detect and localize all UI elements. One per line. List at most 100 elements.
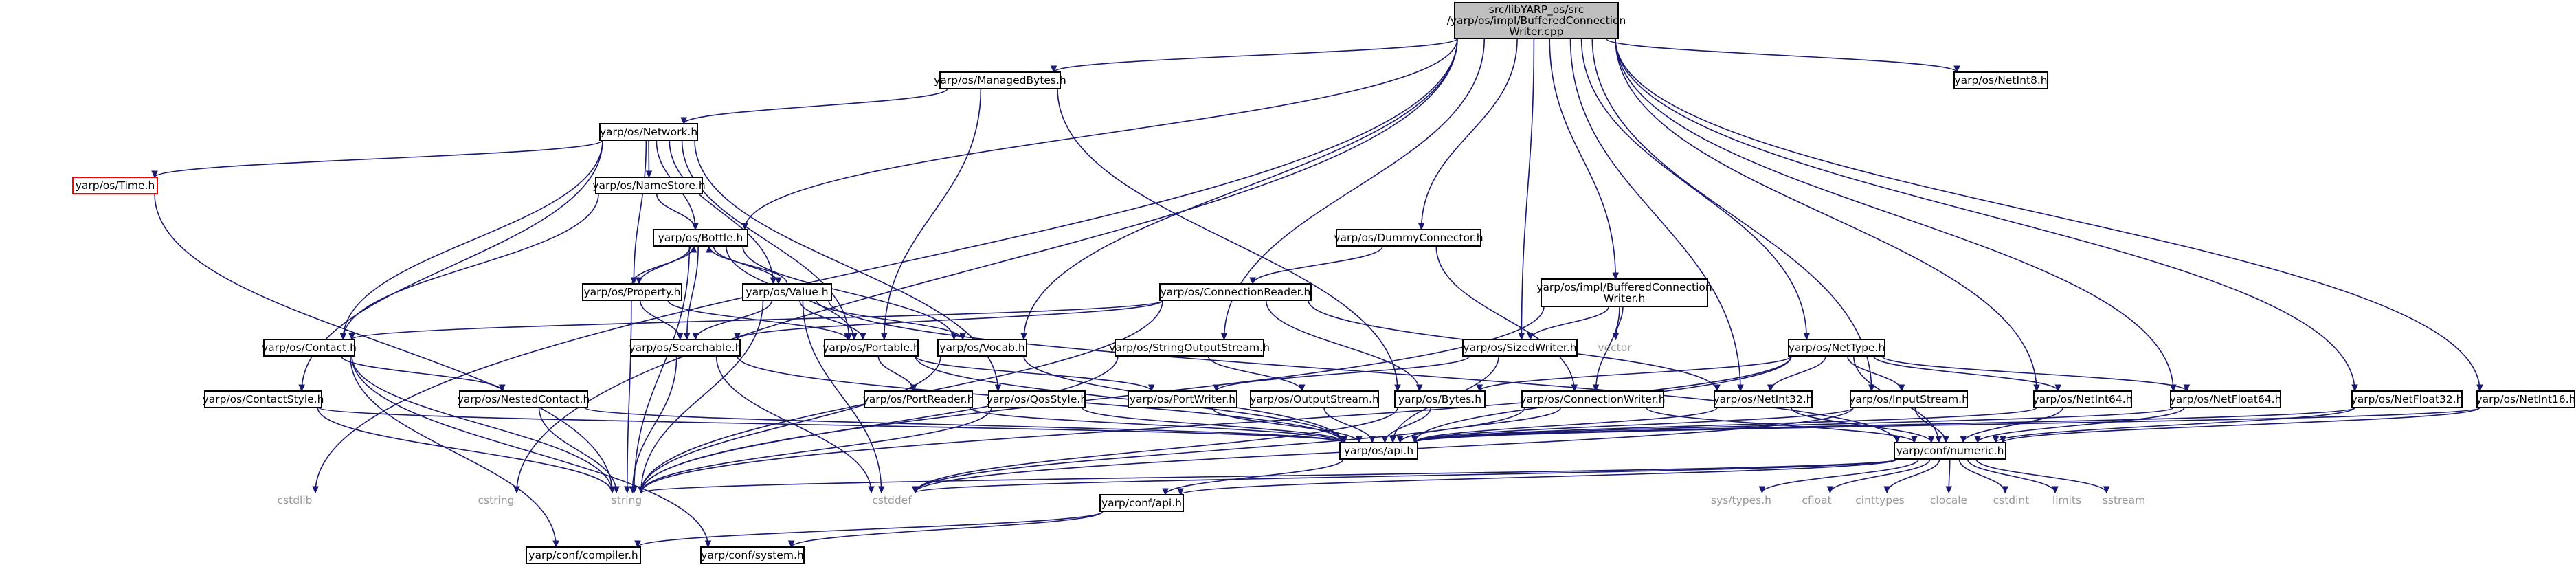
node-connectionwriter[interactable]: yarp/os/ConnectionWriter.h <box>1520 390 1666 408</box>
node-bytes[interactable]: yarp/os/Bytes.h <box>1394 390 1486 408</box>
edge-managedbytes-to-portable <box>883 88 982 340</box>
node-root[interactable]: src/libYARP_os/src/yarp/os/impl/Buffered… <box>1447 2 1626 39</box>
node-netint64[interactable]: yarp/os/NetInt64.h <box>2032 390 2133 408</box>
arrowhead-root-to-netfloat32 <box>2351 384 2358 392</box>
arrowhead-confapi-to-compiler <box>634 540 641 548</box>
node-systypes: sys/types.h <box>1711 494 1771 506</box>
arrowhead-netint16-to-api <box>1411 436 1418 444</box>
node-stringoutputstream[interactable]: yarp/os/StringOutputStream.h <box>1109 339 1270 357</box>
edge-bottle-to-searchable <box>686 245 699 340</box>
node-netfloat32[interactable]: yarp/os/NetFloat32.h <box>2351 390 2463 408</box>
edge-netint16-to-api <box>1414 407 2480 443</box>
node-netint32[interactable]: yarp/os/NetInt32.h <box>1713 390 1813 408</box>
edge-dummyconnector-to-connectionreader <box>1252 245 1383 284</box>
node-dummyconnector[interactable]: yarp/os/DummyConnector.h <box>1334 229 1483 247</box>
node-netint16[interactable]: yarp/os/NetInt16.h <box>2476 390 2576 408</box>
node-string: string <box>612 494 642 506</box>
edge-numeric-to-cfloat <box>1829 458 1931 493</box>
node-bytes-box <box>1394 390 1486 408</box>
node-confapi[interactable]: yarp/conf/api.h <box>1099 494 1184 512</box>
node-cstdint-label-line-0: cstdint <box>1993 494 2030 506</box>
edge-root-to-inputstream <box>1591 38 1872 392</box>
node-outputstream[interactable]: yarp/os/OutputStream.h <box>1250 390 1379 408</box>
edge-namestore-to-bottle <box>656 193 696 230</box>
node-string-label-line-0: string <box>612 494 642 506</box>
edge-value-to-bottle <box>708 245 788 284</box>
edge-root-to-managedbytes <box>1053 38 1458 73</box>
node-sstream: sstream <box>2103 494 2145 506</box>
edge-value-to-vocab <box>816 300 963 340</box>
node-netint8-box <box>1953 71 2048 89</box>
node-stringoutputstream-box <box>1115 339 1264 357</box>
arrowhead-connectionwriter-to-api <box>1396 436 1404 444</box>
node-nettype[interactable]: yarp/os/NetType.h <box>1788 339 1885 357</box>
node-time[interactable]: yarp/os/Time.h <box>72 177 158 194</box>
edge-netint32-to-api <box>1414 407 1718 443</box>
node-property-box <box>582 283 682 301</box>
arrowhead-netint16-to-numeric <box>2000 436 2006 444</box>
node-inputstream[interactable]: yarp/os/InputStream.h <box>1849 390 1969 408</box>
node-portwriter[interactable]: yarp/os/PortWriter.h <box>1128 390 1237 408</box>
edge-nettype-to-string <box>640 355 1792 493</box>
node-cinttypes-label-line-0: cinttypes <box>1855 494 1904 506</box>
edge-numeric-to-limits <box>1967 458 2056 493</box>
edge-property-to-string <box>627 300 632 493</box>
node-contact[interactable]: yarp/os/Contact.h <box>262 339 357 357</box>
arrowhead-sizedwriter-to-portwriter <box>1213 384 1220 392</box>
node-bottle[interactable]: yarp/os/Bottle.h <box>653 229 748 247</box>
edge-confapi-to-compiler <box>637 511 1104 548</box>
edge-root-to-cstdlib <box>315 38 1458 493</box>
node-compiler[interactable]: yarp/conf/compiler.h <box>526 546 641 564</box>
node-api-box <box>1339 442 1418 460</box>
node-qosstyle[interactable]: yarp/os/QosStyle.h <box>987 390 1087 408</box>
edge-bytes-to-cstddef <box>915 407 1398 493</box>
node-root-label-line-1: /yarp/os/impl/BufferedConnection <box>1447 14 1626 27</box>
node-connectionwriter-box <box>1521 390 1664 408</box>
node-stringoutputstream-label-line-0: yarp/os/StringOutputStream.h <box>1109 342 1270 354</box>
arrowhead-numeric-to-cstdint <box>2002 486 2008 494</box>
node-bufferedwriter-label-line-1: Writer.h <box>1604 292 1646 304</box>
node-dummyconnector-box <box>1336 229 1481 247</box>
arrowhead-dummyconnector-to-connectionreader <box>1249 277 1256 285</box>
edge-network-to-property <box>633 140 647 284</box>
node-namestore[interactable]: yarp/os/NameStore.h <box>592 177 706 194</box>
edge-connectionreader-to-bytes <box>1265 300 1420 392</box>
arrowhead-bufferedwriter-to-vector <box>1612 333 1620 341</box>
node-nestedcontact[interactable]: yarp/os/NestedContact.h <box>458 390 590 408</box>
node-vocab[interactable]: yarp/os/Vocab.h <box>937 339 1027 357</box>
node-netint16-box <box>2476 390 2575 408</box>
node-contactstyle-box <box>204 390 322 408</box>
node-system[interactable]: yarp/conf/system.h <box>700 546 805 564</box>
node-confapi-box <box>1099 494 1184 512</box>
node-managedbytes[interactable]: yarp/os/ManagedBytes.h <box>934 71 1066 89</box>
node-netint8[interactable]: yarp/os/NetInt8.h <box>1953 71 2048 89</box>
node-cstddef-label-line-0: cstddef <box>872 494 912 506</box>
arrowhead-numeric-to-limits <box>2052 486 2059 494</box>
node-netint64-box <box>2033 390 2132 408</box>
node-netfloat64[interactable]: yarp/os/NetFloat64.h <box>2170 390 2282 408</box>
arrowhead-portable-to-portwriter <box>1147 384 1155 392</box>
node-connectionreader[interactable]: yarp/os/ConnectionReader.h <box>1159 283 1312 301</box>
edge-root-to-netint32 <box>1569 38 1741 392</box>
node-portreader[interactable]: yarp/os/PortReader.h <box>863 390 974 408</box>
edge-sizedwriter-to-portwriter <box>1216 355 1470 392</box>
node-value[interactable]: yarp/os/Value.h <box>742 283 832 301</box>
node-searchable[interactable]: yarp/os/Searchable.h <box>629 339 742 357</box>
node-property[interactable]: yarp/os/Property.h <box>582 283 682 301</box>
arrowhead-bufferedwriter-to-sizedwriter <box>1527 333 1534 341</box>
node-numeric[interactable]: yarp/conf/numeric.h <box>1894 442 2006 460</box>
arrowhead-property-to-searchable <box>676 333 684 341</box>
node-netfloat64-label-line-0: yarp/os/NetFloat64.h <box>2170 393 2282 405</box>
node-network-label-line-0: yarp/os/Network.h <box>600 126 697 138</box>
node-network[interactable]: yarp/os/Network.h <box>599 123 698 141</box>
edge-nettype-to-bytes <box>1479 355 1792 392</box>
node-outputstream-box <box>1250 390 1379 408</box>
node-sizedwriter[interactable]: yarp/os/SizedWriter.h <box>1462 339 1578 357</box>
arrowhead-network-to-time <box>151 170 158 179</box>
node-portable[interactable]: yarp/os/Portable.h <box>822 339 920 357</box>
arrowhead-root-to-managedbytes <box>1050 65 1057 74</box>
node-api[interactable]: yarp/os/api.h <box>1339 442 1418 460</box>
node-cfloat: cfloat <box>1802 494 1831 506</box>
node-contactstyle[interactable]: yarp/os/ContactStyle.h <box>203 390 324 408</box>
